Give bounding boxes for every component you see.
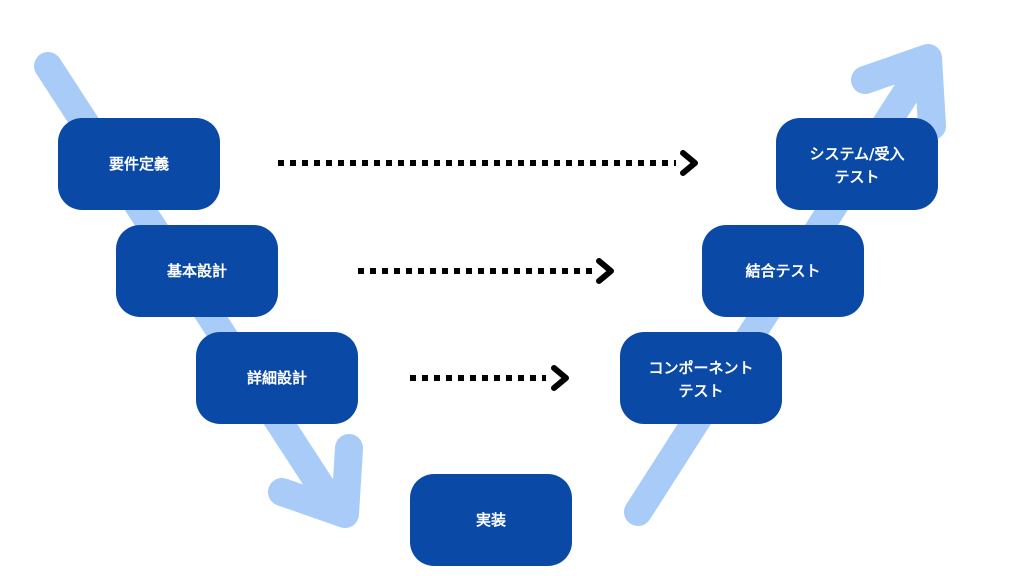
connector-detailed-design-to-component-test [410, 365, 569, 391]
system-test-box: システム/受入 テスト [776, 118, 938, 210]
detailed-design-label: 詳細設計 [247, 369, 307, 387]
system-test-label-line2: テスト [834, 168, 879, 186]
component-test-label-line2: テスト [678, 382, 723, 400]
basic-design-box: 基本設計 [116, 225, 278, 317]
requirements-box: 要件定義 [58, 118, 220, 210]
integration-test-label: 結合テスト [745, 262, 820, 280]
component-test-box: コンポーネント テスト [620, 332, 782, 424]
component-test-label-line1: コンポーネント [648, 359, 753, 377]
detailed-design-box: 詳細設計 [196, 332, 358, 424]
connector-requirements-to-system-test [278, 150, 698, 176]
integration-test-box: 結合テスト [702, 225, 864, 317]
implementation-label: 実装 [476, 511, 507, 529]
basic-design-label: 基本設計 [166, 262, 227, 280]
system-test-label-line1: システム/受入 [809, 145, 904, 163]
implementation-box: 実装 [410, 474, 572, 566]
connector-basic-design-to-integration-test [358, 258, 614, 284]
requirements-label: 要件定義 [109, 155, 169, 173]
